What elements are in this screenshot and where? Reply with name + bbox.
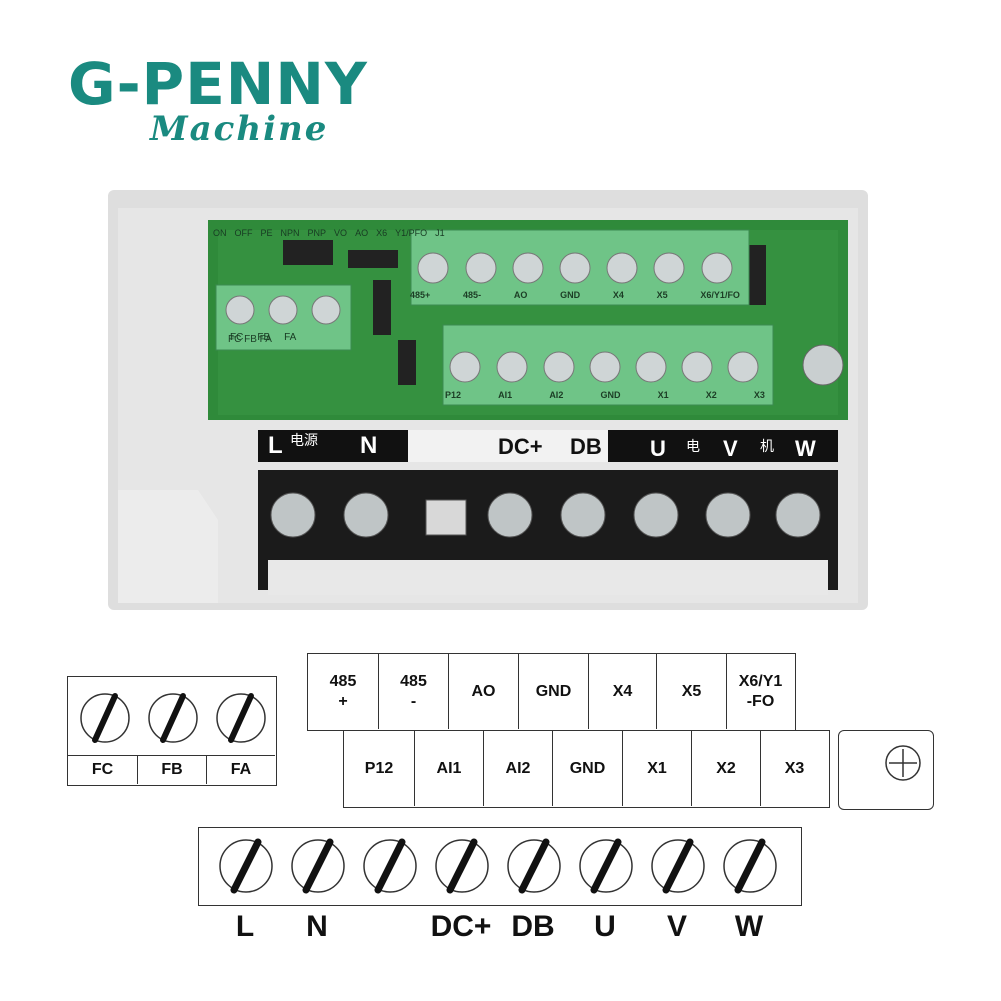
photo-label-w: W — [795, 436, 816, 461]
terminal-x4: X4 — [588, 654, 656, 729]
photo-label-v: V — [723, 436, 738, 461]
photo-top-row-labels: 485+ 485- AO GND X4 X5 X6/Y1/FO — [410, 290, 740, 300]
photo-bottom-row-labels: P12 AI1 AI2 GND X1 X2 X3 — [445, 390, 765, 400]
relay-terminal-diagram: FC FB FA — [67, 676, 277, 786]
pcb-mark: AO — [355, 228, 369, 238]
terminal-label-fa: FA — [206, 756, 275, 784]
power-terminal-diagram — [198, 827, 802, 906]
power-label-dcplus: DC+ — [430, 910, 492, 943]
photo-bottom-label: X2 — [705, 390, 717, 400]
photo-bottom-label: X3 — [753, 390, 765, 400]
photo-label-motor-cn1: 电 — [686, 439, 700, 455]
photo-top-label: X5 — [656, 290, 668, 300]
power-label-v: V — [666, 910, 687, 943]
terminal-board-photo: FC FB FA — [108, 190, 868, 610]
photo-bottom-label: X1 — [657, 390, 669, 400]
pe-terminal-diagram — [838, 730, 934, 810]
photo-label-l: L — [268, 432, 283, 459]
pcb-mark: Y1/PFO — [395, 228, 428, 238]
photo-bottom-label: AI2 — [549, 390, 564, 400]
power-label-db: DB — [511, 910, 555, 943]
pcb-mark: ON — [213, 228, 227, 238]
ground-screw-icon — [885, 745, 921, 781]
photo-pcb-marks: ON OFF PE NPN PNP VO AO X6 Y1/PFO J1 — [213, 228, 713, 238]
photo-label-dcplus: DC+ — [498, 434, 543, 459]
terminal-x5: X5 — [656, 654, 726, 729]
power-label-w: W — [734, 910, 764, 943]
photo-label-u: U — [650, 436, 666, 461]
photo-top-label: 485- — [463, 290, 482, 300]
terminal-485-plus: 485 + — [329, 673, 357, 710]
photo-top-label: X6/Y1/FO — [700, 290, 740, 300]
photo-label-motor-cn2: 机 — [760, 439, 774, 455]
terminal-485-minus: 485 - — [378, 654, 448, 729]
photo-left-block-labels: FC FB FA — [230, 332, 296, 343]
terminal-gnd: GND — [518, 654, 588, 729]
photo-top-label: GND — [560, 290, 581, 300]
photo-left-label: FB — [257, 332, 271, 343]
power-label-u: U — [594, 910, 616, 943]
photo-top-label: 485+ — [410, 290, 431, 300]
terminal-gnd-2: GND — [552, 731, 622, 806]
terminal-x3: X3 — [760, 731, 828, 806]
photo-bottom-label: GND — [600, 390, 621, 400]
photo-top-label: AO — [513, 290, 528, 300]
pcb-mark: VO — [334, 228, 348, 238]
terminal-p12: P12 — [364, 759, 394, 777]
control-terminal-row-1: 485 + 485 - AO GND X4 X5 X6/Y1 -FO — [307, 653, 796, 731]
power-screws — [219, 838, 777, 894]
terminal-x6-y1-fo: X6/Y1 -FO — [726, 654, 794, 729]
photo-left-label: FA — [284, 332, 297, 343]
pcb-mark: OFF — [234, 228, 253, 238]
terminal-x2: X2 — [691, 731, 760, 806]
terminal-ai1: AI1 — [414, 731, 483, 806]
pcb-mark: NPN — [280, 228, 300, 238]
pcb-mark: PNP — [307, 228, 327, 238]
photo-label-db: DB — [570, 434, 602, 459]
photo-bottom-label: P12 — [445, 390, 462, 400]
relay-screws — [80, 693, 266, 743]
power-label-n: N — [306, 910, 328, 943]
brand-logo: G-PENNY — [68, 50, 368, 118]
photo-left-labels: FC FB FA — [228, 334, 272, 345]
control-terminal-row-2: P12 AI1 AI2 GND X1 X2 X3 — [343, 730, 830, 808]
photo-bottom-label: AI1 — [498, 390, 513, 400]
photo-left-label: FC — [230, 332, 244, 343]
terminal-ao: AO — [448, 654, 518, 729]
photo-top-label: X4 — [612, 290, 624, 300]
pcb-mark: PE — [260, 228, 273, 238]
photo-label-power-cn: 电源 — [290, 433, 318, 449]
power-label-l: L — [235, 910, 255, 943]
photo-label-n: N — [360, 432, 378, 459]
terminal-label-fc: FC — [91, 761, 114, 779]
brand-subtitle: Machine — [150, 109, 329, 149]
terminal-ai2: AI2 — [483, 731, 552, 806]
pcb-mark: J1 — [435, 228, 445, 238]
terminal-x1: X1 — [622, 731, 691, 806]
terminal-label-fb: FB — [137, 756, 206, 784]
pcb-mark: X6 — [376, 228, 388, 238]
